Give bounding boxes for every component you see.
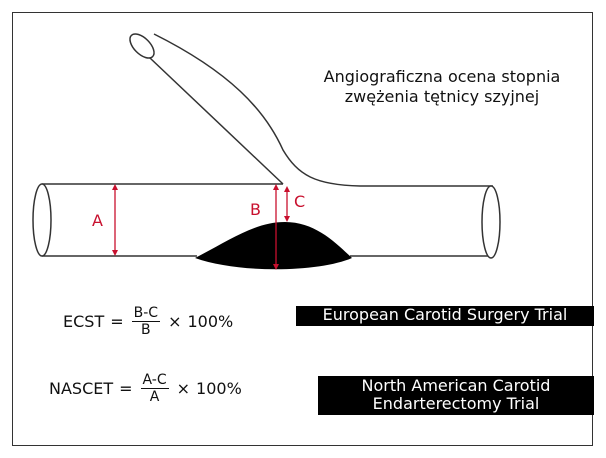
branch-left-edge <box>150 58 283 184</box>
numerator: B-C <box>132 305 160 322</box>
nascet-trial-tag: North American Carotid Endarterectomy Tr… <box>318 376 594 415</box>
vessel-right-cap <box>482 186 500 258</box>
branch-end-cap <box>126 30 159 63</box>
plaque <box>195 222 352 269</box>
times-sign: × <box>177 379 190 398</box>
equals-sign: = <box>119 379 132 398</box>
formula-name: ECST <box>63 312 104 331</box>
percent: 100% <box>187 312 233 331</box>
label-a: A <box>92 211 103 230</box>
measure-a <box>112 184 118 256</box>
label-c: C <box>294 192 305 211</box>
times-sign: × <box>168 312 181 331</box>
trial-name-line-2: Endarterectomy Trial <box>318 395 594 413</box>
ecst-formula: ECST = B-C B × 100% <box>63 305 233 338</box>
measure-c <box>284 186 290 222</box>
trial-name-line-1: North American Carotid <box>318 377 594 395</box>
denominator: A <box>148 389 162 405</box>
fraction: A-C A <box>141 372 169 405</box>
trial-name: European Carotid Surgery Trial <box>296 306 594 324</box>
numerator: A-C <box>141 372 169 389</box>
nascet-formula: NASCET = A-C A × 100% <box>49 372 242 405</box>
label-b: B <box>250 200 261 219</box>
title-line-2: zwężenia tętnicy szyjnej <box>292 87 592 107</box>
equals-sign: = <box>110 312 123 331</box>
denominator: B <box>139 322 153 338</box>
diagram-title: Angiograficzna ocena stopnia zwężenia tę… <box>292 67 592 107</box>
fraction: B-C B <box>132 305 160 338</box>
percent: 100% <box>196 379 242 398</box>
title-line-1: Angiograficzna ocena stopnia <box>292 67 592 87</box>
vessel-left-cap <box>33 184 51 256</box>
ecst-trial-tag: European Carotid Surgery Trial <box>296 306 594 326</box>
formula-name: NASCET <box>49 379 113 398</box>
